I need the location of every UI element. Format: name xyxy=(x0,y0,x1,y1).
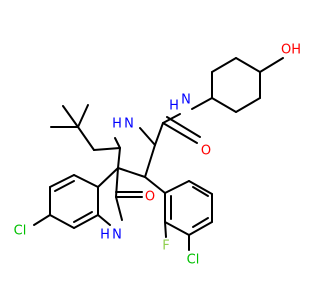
bond-lactam xyxy=(97,214,111,226)
bond-ring-oh xyxy=(259,57,284,73)
bond-n-cyclohexyl xyxy=(191,97,213,110)
bond-indole xyxy=(73,174,99,188)
bond-pyrrolidine xyxy=(139,127,156,146)
atom-label-indolinone-o: O xyxy=(145,190,155,205)
atom-label-chloro-indole: Cl xyxy=(14,224,27,239)
bond-carbonyl-o-double xyxy=(166,116,201,138)
atom-label-indolinone-n: N xyxy=(112,228,122,243)
atom-label-indolinone-h: H xyxy=(100,228,110,243)
bond-cyclohexyl xyxy=(211,57,237,73)
bond-cyclohexyl xyxy=(235,97,261,113)
atom-label-layer: OH N H O N H O N H Cl Cl F xyxy=(14,43,300,268)
bond-layer xyxy=(33,57,284,251)
atom-label-pyrrolidine-n: N xyxy=(124,117,134,132)
canvas-background xyxy=(0,0,300,300)
atom-label-chloro-aryl: Cl xyxy=(187,253,200,268)
bond-pyrrolidine xyxy=(117,147,121,169)
bond-carbonyl-ring xyxy=(154,122,164,146)
bond-indole-cl xyxy=(33,214,51,226)
bond-aryl xyxy=(164,180,190,194)
chemical-structure: OH N H O N H O N H Cl Cl F xyxy=(0,0,300,300)
bond-indole xyxy=(49,214,75,229)
bond-n-carbonyl xyxy=(162,113,181,124)
atom-label-hydroxyl: OH xyxy=(281,43,300,58)
bond-aryl-double xyxy=(192,217,209,228)
bond-indole xyxy=(73,214,99,229)
bond-aryl-double xyxy=(192,186,209,197)
bond-neopentyl xyxy=(77,104,89,128)
bond-neopentyl xyxy=(62,105,79,128)
bond-aryl xyxy=(188,221,213,236)
bond-cyclohexyl xyxy=(211,97,237,113)
bond-pyrrolidine xyxy=(117,167,146,178)
atom-label-pyrrolidine-h: H xyxy=(112,117,122,132)
atom-label-fluoro-aryl: F xyxy=(162,239,169,254)
bond-aryl xyxy=(164,221,190,236)
bond-pyrrolidine xyxy=(114,137,121,149)
atom-label-amide-h: H xyxy=(169,99,179,114)
bond-indole-double xyxy=(54,180,75,192)
bond-lactam xyxy=(115,196,123,221)
bond-indole xyxy=(49,174,75,188)
bond-aryl-f xyxy=(164,221,167,238)
bond-aryl-link xyxy=(144,176,166,194)
bond-cyclohexyl xyxy=(235,57,261,73)
bond-pyrrolidine xyxy=(144,144,156,178)
atom-label-amide-o: O xyxy=(201,144,211,159)
bond-carbonyl-o xyxy=(162,122,198,144)
atom-label-amide-n: N xyxy=(181,93,191,108)
bond-neopentyl xyxy=(77,126,95,151)
bond-indole-double xyxy=(73,211,93,223)
bond-spiro xyxy=(97,167,119,188)
bond-aryl xyxy=(188,180,213,195)
bond-neopentyl xyxy=(93,147,121,151)
